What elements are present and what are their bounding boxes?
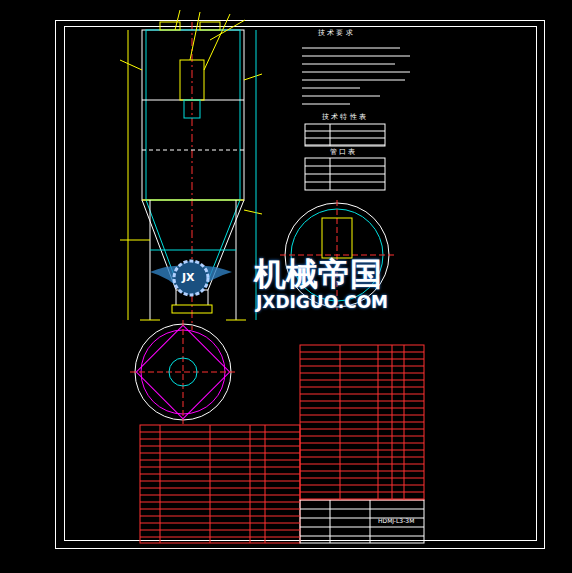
table-rule bbox=[330, 500, 331, 543]
table-rule bbox=[330, 158, 331, 190]
table-rule bbox=[300, 436, 424, 437]
table-rule bbox=[378, 345, 379, 500]
table-rule bbox=[140, 488, 300, 489]
table-rule bbox=[160, 425, 161, 543]
table-rule bbox=[305, 138, 385, 139]
table-rule bbox=[300, 366, 424, 367]
table-rule bbox=[140, 530, 300, 531]
table-rule bbox=[140, 502, 300, 503]
table-rule bbox=[300, 359, 424, 360]
table-rule bbox=[140, 446, 300, 447]
table-rule bbox=[330, 124, 331, 146]
table-rule bbox=[265, 425, 266, 543]
table-rule bbox=[300, 492, 424, 493]
table-rule bbox=[300, 415, 424, 416]
table-rule bbox=[300, 380, 424, 381]
table-rule bbox=[140, 495, 300, 496]
table-rule bbox=[300, 457, 424, 458]
table-rule bbox=[300, 478, 424, 479]
table-rule bbox=[300, 352, 424, 353]
table-rule bbox=[140, 516, 300, 517]
watermark: JXDIGUO.COM bbox=[256, 294, 388, 311]
note-heading: 技 术 要 求 bbox=[318, 30, 353, 37]
table-rule bbox=[140, 474, 300, 475]
table-rule bbox=[300, 464, 424, 465]
table-rule bbox=[300, 394, 424, 395]
table-rule bbox=[140, 467, 300, 468]
table-rule bbox=[340, 345, 341, 500]
drawing-number: HDMJ-L3-3M bbox=[378, 518, 414, 524]
table-rule bbox=[140, 439, 300, 440]
table-heading: 技 术 特 性 表 bbox=[322, 114, 366, 121]
watermark: 机械帝国 bbox=[254, 258, 382, 290]
logo-mark: JX bbox=[182, 272, 195, 283]
table-rule bbox=[300, 443, 424, 444]
table-rule bbox=[300, 527, 424, 528]
table-rule bbox=[300, 485, 424, 486]
table-rule bbox=[300, 422, 424, 423]
table-rule bbox=[140, 453, 300, 454]
table-rule bbox=[300, 509, 424, 510]
table-rule bbox=[140, 509, 300, 510]
table-rule bbox=[305, 182, 385, 183]
table-rule bbox=[305, 145, 385, 146]
table-rule bbox=[250, 425, 251, 543]
table-rule bbox=[392, 345, 393, 500]
table-rule bbox=[140, 481, 300, 482]
table-rule bbox=[210, 425, 211, 543]
table-rule bbox=[305, 166, 385, 167]
table-rule bbox=[370, 500, 371, 543]
table-rule bbox=[305, 131, 385, 132]
table-rule bbox=[300, 471, 424, 472]
table-rule bbox=[300, 499, 424, 500]
table-rule bbox=[140, 537, 300, 538]
table-rule bbox=[404, 345, 405, 500]
table-rule bbox=[300, 450, 424, 451]
table-rule bbox=[300, 401, 424, 402]
table-rule bbox=[305, 174, 385, 175]
table-rule bbox=[300, 373, 424, 374]
table-rule bbox=[140, 523, 300, 524]
table-rule bbox=[300, 536, 424, 537]
table-heading: 管 口 表 bbox=[330, 149, 355, 156]
table-rule bbox=[140, 432, 300, 433]
table-rule bbox=[300, 408, 424, 409]
table-rule bbox=[300, 387, 424, 388]
table-rule bbox=[140, 460, 300, 461]
table-rule bbox=[300, 429, 424, 430]
